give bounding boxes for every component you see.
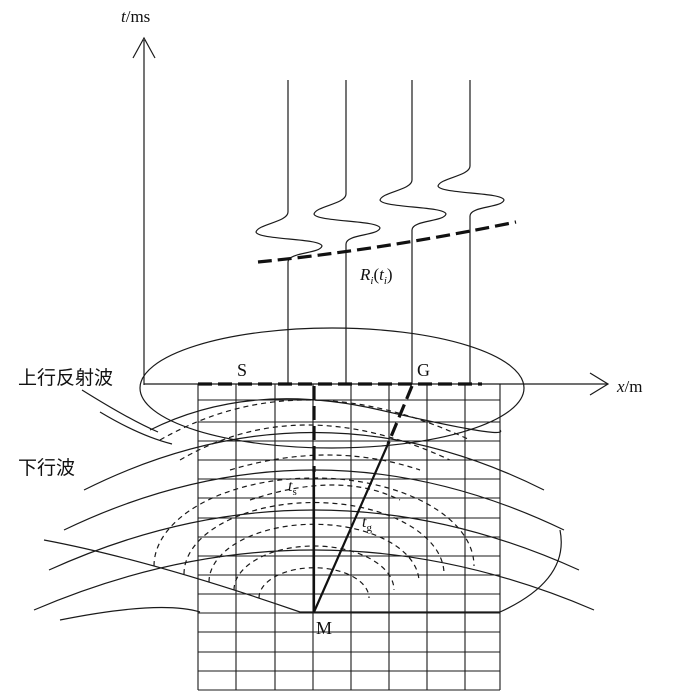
seismic-trace (255, 80, 323, 384)
receiver-label: G (417, 360, 430, 380)
receiver-time-arc (229, 454, 421, 471)
tg-label: tg (362, 514, 372, 534)
grid-mesh (197, 383, 501, 691)
source-time-arc (183, 501, 445, 575)
upgoing-wavefront-tail (99, 411, 173, 445)
reflection-curve (257, 220, 517, 264)
source-time-arc (258, 567, 370, 599)
receiver-time-arc (249, 484, 401, 501)
downgoing-wavefront-left (59, 606, 201, 621)
t-axis-label: t/ms (121, 7, 150, 26)
reflection-curve-label: Ri(ti) (359, 265, 393, 287)
upgoing-wavefront-tail (81, 389, 159, 433)
receiver-ray (312, 443, 390, 613)
source-label: S (237, 360, 247, 380)
seismic-traces (255, 80, 505, 384)
x-axis-label: x/m (616, 377, 643, 396)
upgoing-wave-label: 上行反射波 (18, 367, 113, 389)
traveltime-ellipse (139, 327, 525, 449)
downgoing-wavefront-outer (43, 529, 562, 613)
image-point-label: M (316, 618, 332, 638)
t-axis (132, 36, 156, 385)
downgoing-wave-label: 下行波 (18, 457, 75, 479)
upgoing-wavefronts (81, 389, 502, 445)
seismic-trace (379, 80, 447, 384)
upgoing-wavefront (149, 398, 502, 434)
seismic-trace (437, 80, 505, 384)
receiver-time-arc (159, 399, 471, 441)
receiver-time-arcs (159, 399, 471, 501)
receiver-ray-dashed (386, 385, 414, 445)
ts-label: ts (288, 478, 297, 498)
seismic-trace (313, 80, 381, 384)
